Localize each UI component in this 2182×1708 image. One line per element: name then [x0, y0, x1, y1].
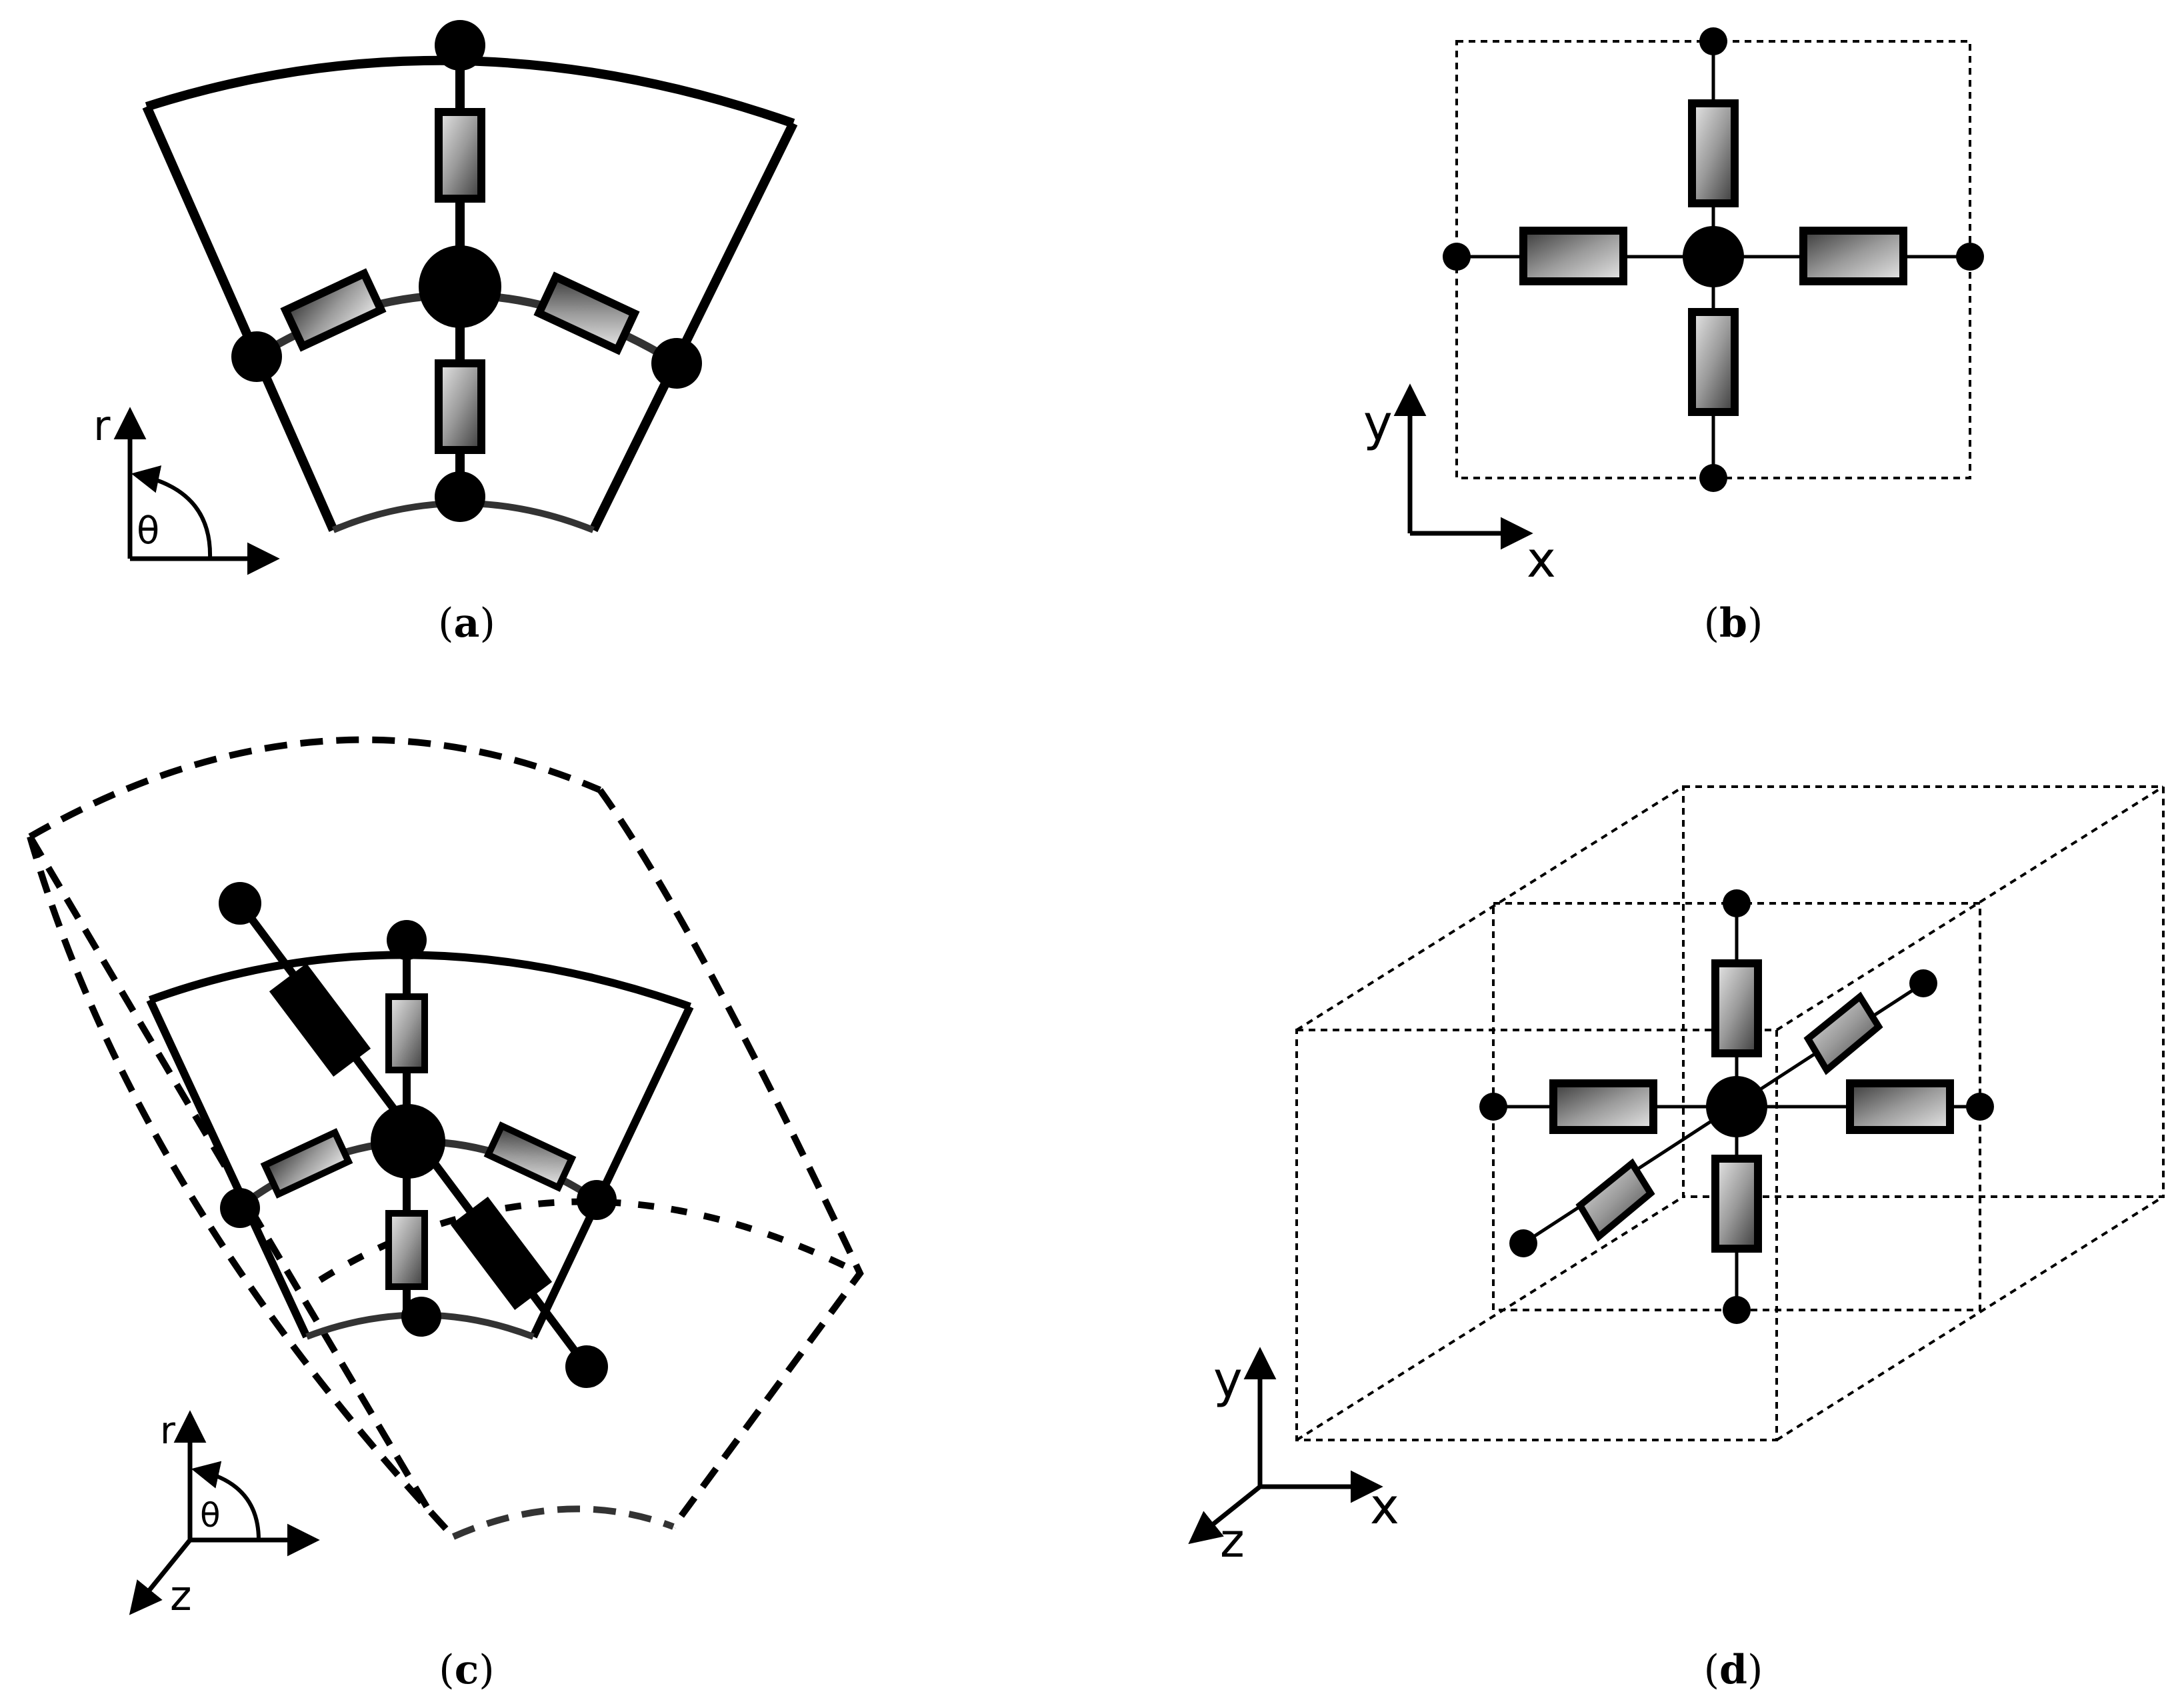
- panel-a-cylindrical-2d: r θ (a): [93, 20, 798, 647]
- panel-c-dashed-left-edge: [27, 835, 456, 1539]
- panel-b-node-right: [1956, 243, 1984, 271]
- panel-d-node-center: [1706, 1076, 1767, 1137]
- panel-c-right-edge: [529, 1005, 694, 1339]
- panel-c-node-top: [387, 920, 427, 960]
- panel-c-dashed-left-edge-2: [27, 835, 430, 1509]
- panel-c-cylindrical-3d: r θ z (c): [27, 736, 864, 1693]
- panel-c-node-left: [220, 1188, 260, 1228]
- panel-b-resistor-bottom: [1688, 308, 1739, 416]
- panel-a-resistor-top: [435, 108, 485, 203]
- panel-c-caption: (c): [439, 1647, 494, 1693]
- panel-d-node-right: [1966, 1093, 1994, 1121]
- panel-b-axis-x-label: x: [1527, 531, 1556, 589]
- panel-b-node-bottom: [1699, 464, 1727, 492]
- panel-b-node-top: [1699, 27, 1727, 55]
- panel-a-node-top: [435, 20, 485, 71]
- panel-a-node-right: [651, 338, 702, 389]
- panel-a-resistor-bottom: [435, 359, 485, 454]
- panel-d-node-top: [1723, 889, 1751, 917]
- panel-c-dashed-outer-arc: [28, 736, 601, 840]
- panel-c-node-bottom: [401, 1297, 441, 1337]
- panel-d-axis-z-label: z: [1220, 1513, 1245, 1568]
- panel-a-resistor-left: [280, 268, 387, 352]
- panel-b-axes: y x: [1363, 383, 1556, 589]
- panel-a-resistor-right: [533, 271, 640, 355]
- panel-c-axis-r-label: r: [160, 1409, 176, 1453]
- panel-d-axis-y-label: y: [1213, 1351, 1243, 1409]
- panel-c-axes: r θ z: [129, 1409, 320, 1620]
- panel-c-node-center: [371, 1104, 445, 1179]
- panel-c-axis-z-label: z: [170, 1571, 192, 1620]
- panel-a-caption: (a): [438, 600, 495, 647]
- panel-a-axis-r-label: r: [93, 401, 111, 450]
- panel-b-resistor-right: [1799, 227, 1907, 285]
- panel-c-resistor-top: [385, 993, 428, 1073]
- panel-b-caption: (b): [1704, 600, 1763, 647]
- panel-a-right-edge: [589, 121, 798, 533]
- panel-b-resistor-top: [1688, 99, 1739, 207]
- panel-d-caption: (d): [1704, 1647, 1763, 1693]
- panel-c-resistor-bottom: [385, 1210, 428, 1290]
- panel-d-resistor-top: [1711, 959, 1762, 1057]
- panel-a-left-edge: [142, 105, 338, 532]
- panel-d-axes: y x z: [1188, 1347, 1399, 1568]
- panel-d-node-left: [1479, 1093, 1507, 1121]
- panel-c-resistor-axial-lower: [450, 1197, 553, 1310]
- panel-c-resistor-left: [260, 1128, 353, 1199]
- panel-d-cartesian-3d: y x z (d): [1188, 785, 2165, 1693]
- panel-b-axis-y-label: y: [1363, 395, 1393, 452]
- panel-b-node-left: [1443, 243, 1471, 271]
- panel-d-node-back: [1909, 969, 1937, 997]
- panel-b-resistor-left: [1519, 227, 1627, 285]
- panel-c-node-axial-front: [565, 1345, 608, 1388]
- panel-a-node-left: [231, 331, 282, 382]
- panel-c-dashed-bottom-arc: [451, 1505, 675, 1540]
- panel-d-node-bottom: [1723, 1296, 1751, 1324]
- panel-c-resistor-axial-upper: [269, 963, 371, 1077]
- panel-c-node-axial-back: [219, 882, 261, 925]
- panel-d-resistor-depth-back: [1803, 991, 1883, 1075]
- panel-c-resistor-right: [483, 1121, 577, 1192]
- panel-d-axis-x-label: x: [1370, 1478, 1399, 1535]
- panel-d-resistor-depth-front: [1575, 1158, 1655, 1242]
- panel-a-node-center: [419, 245, 501, 328]
- panel-c-node-right: [577, 1180, 617, 1220]
- panel-d-resistor-right: [1846, 1079, 1954, 1134]
- panel-d-node-front: [1509, 1229, 1537, 1257]
- panel-a-axis-theta-label: θ: [137, 509, 159, 553]
- panel-a-axes: r θ: [93, 401, 280, 575]
- panel-d-resistor-bottom: [1711, 1155, 1762, 1253]
- panel-d-resistor-left: [1549, 1079, 1657, 1134]
- panel-c-left-edge: [146, 998, 311, 1339]
- panel-c-axis-theta-label: θ: [200, 1496, 221, 1535]
- panel-b-node-center: [1683, 226, 1744, 287]
- panel-c-dashed-right-edge: [597, 788, 864, 1529]
- panel-b-cartesian-2d: y x (b): [1363, 27, 1984, 647]
- panel-a-node-bottom: [435, 471, 485, 522]
